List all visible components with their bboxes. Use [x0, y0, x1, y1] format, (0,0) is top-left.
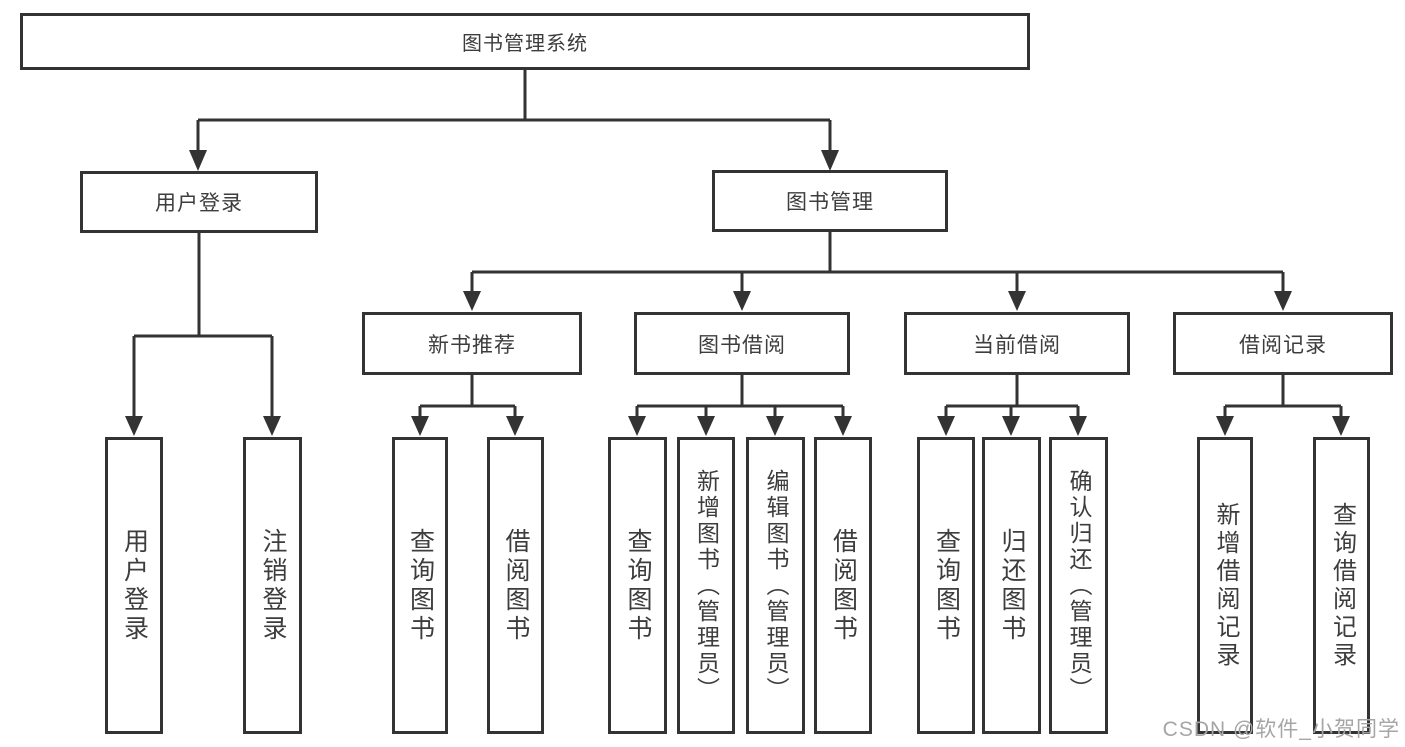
leaf-query-books-borrowing: 查询图书: [608, 437, 667, 734]
leaf-logout: 注销登录: [243, 437, 302, 734]
node-user-login: 用户登录: [80, 171, 318, 233]
leaf-edit-books-admin: 编辑图书（管理员）: [746, 437, 805, 734]
leaf-return-books: 归还图书: [982, 437, 1041, 734]
node-book-borrowing: 图书借阅: [634, 312, 850, 375]
leaf-add-books-admin: 新增图书（管理员）: [677, 437, 735, 734]
node-new-book-recommend: 新书推荐: [362, 312, 582, 375]
leaf-confirm-return-admin: 确认归还（管理员）: [1049, 437, 1108, 734]
node-book-management: 图书管理: [712, 170, 948, 232]
leaf-borrow-books-recommend: 借阅图书: [487, 437, 544, 734]
leaf-query-books-current: 查询图书: [917, 437, 975, 734]
leaf-query-books-recommend: 查询图书: [392, 437, 448, 734]
node-library-management-system: 图书管理系统: [20, 13, 1030, 70]
node-borrowing-records: 借阅记录: [1173, 312, 1393, 375]
leaf-add-borrow-record: 新增借阅记录: [1197, 437, 1253, 734]
csdn-watermark: CSDN @软件_小贺同学: [1162, 718, 1400, 741]
leaf-user-login: 用户登录: [105, 437, 163, 734]
leaf-borrow-books: 借阅图书: [814, 437, 872, 734]
node-current-borrowing: 当前借阅: [904, 312, 1130, 375]
leaf-query-borrow-record: 查询借阅记录: [1313, 437, 1370, 734]
